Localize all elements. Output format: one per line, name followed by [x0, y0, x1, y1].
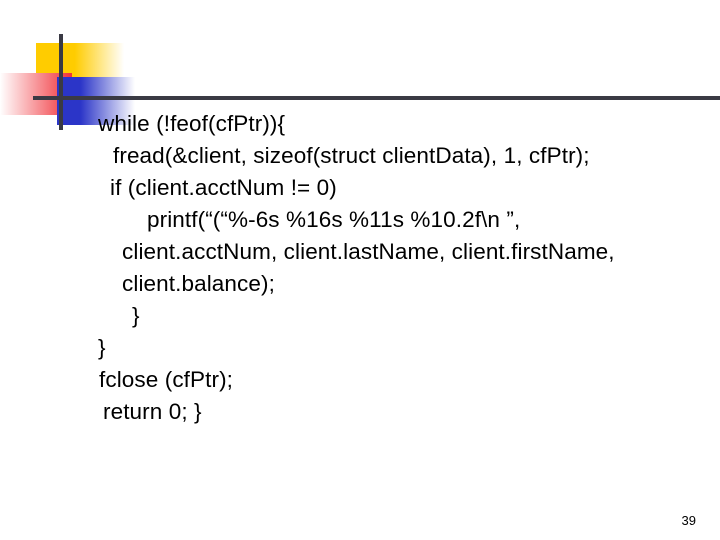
- code-line: }: [98, 335, 106, 360]
- code-line: client.balance);: [122, 271, 275, 296]
- slide-decoration: [0, 0, 720, 130]
- vertical-bar-icon: [59, 34, 63, 130]
- code-line: fread(&client, sizeof(struct clientData)…: [113, 143, 590, 168]
- horizontal-rule: [33, 96, 720, 100]
- page-number: 39: [681, 513, 696, 528]
- code-line: if (client.acctNum != 0): [110, 175, 337, 200]
- code-line: printf(“(“%-6s %16s %11s %10.2f\n ”,: [147, 207, 521, 232]
- code-block: while (!feof(cfPtr)){ fread(&client, size…: [0, 108, 720, 428]
- blue-square-icon: [57, 77, 135, 125]
- code-line: }: [132, 303, 140, 328]
- code-line: client.acctNum, client.lastName, client.…: [122, 239, 615, 264]
- code-line: fclose (cfPtr);: [99, 367, 234, 392]
- code-line: while (!feof(cfPtr)){: [98, 111, 286, 136]
- code-line: return 0; }: [103, 399, 202, 424]
